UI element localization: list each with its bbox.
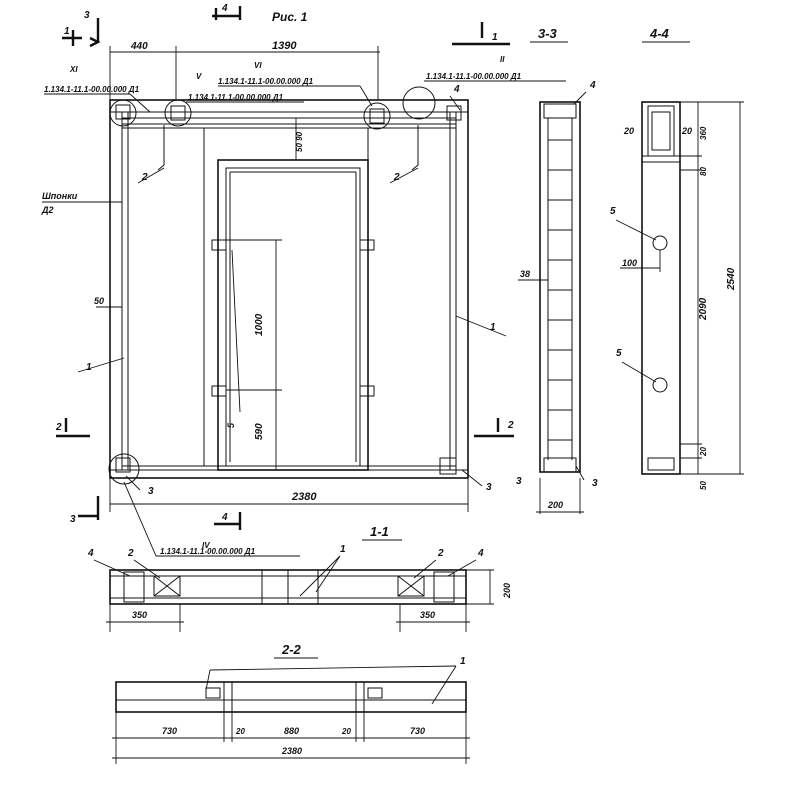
node-v-code: 1.134.1-11.1-00.00.000 Д1 [188,93,284,102]
dim-200: 200 [547,500,563,510]
node-xi-circle [109,99,137,127]
svg-text:5: 5 [610,206,616,217]
svg-text:1: 1 [492,32,498,43]
svg-text:2: 2 [507,420,514,431]
svg-text:20: 20 [623,126,634,136]
node-v-circle [164,99,192,127]
svg-text:3: 3 [592,478,598,489]
node-vi-roman: VI [254,61,262,70]
dim-1000: 1000 [254,313,265,336]
section-1-1-label: 1-1 [370,524,389,539]
dim-350a: 350 [132,610,147,620]
dim-50-90: 50 90 [295,131,304,152]
dim-20e: 20 [341,727,351,736]
dim-360: 360 [699,126,708,140]
node-ii-roman: II [500,55,505,64]
dim-730b: 730 [410,726,425,736]
node-iv-roman: IV [202,541,210,550]
svg-text:5: 5 [616,348,622,359]
dim-2380: 2380 [291,491,317,503]
svg-text:4: 4 [589,80,596,91]
node-ii-circle [402,86,436,120]
door-opening [217,159,369,471]
dim-50b: 50 [699,481,708,490]
svg-text:4: 4 [87,548,94,559]
node-xi-code: 1.134.1-11.1-00.00.000 Д1 [44,85,140,94]
dim-20d: 20 [235,727,245,736]
svg-text:2: 2 [437,548,444,559]
dim-1390: 1390 [272,40,297,52]
node-xi-roman: XI [69,65,78,74]
svg-text:1: 1 [460,656,466,667]
svg-text:1: 1 [64,26,70,37]
svg-text:4: 4 [221,3,228,14]
svg-text:4: 4 [453,84,460,95]
node-ii-code: 1.134.1-11.1-00.00.000 Д1 [426,72,522,81]
dim-880: 880 [284,726,299,736]
svg-text:1: 1 [340,544,346,555]
svg-text:3: 3 [84,10,90,21]
svg-text:1: 1 [86,362,92,373]
svg-text:20: 20 [681,126,692,136]
section-3-3-label: 3-3 [538,26,558,41]
left-note-line1: Шпонки [42,191,78,201]
node-vi-code: 1.134.1-11.1-00.00.000 Д1 [218,77,314,86]
node-vi-circle [363,102,391,130]
dim-5: 5 [226,422,236,428]
svg-text:2: 2 [141,172,148,183]
dim-200b: 200 [502,583,512,599]
node-iv-circle [108,453,140,485]
dim-100: 100 [622,258,637,268]
dim-50: 50 [94,296,104,306]
dim-590: 590 [254,423,265,440]
svg-text:1: 1 [490,322,496,333]
svg-text:3: 3 [70,514,76,525]
svg-text:2: 2 [127,548,134,559]
section-3-3: 3-3 38 200 3 3 4 [516,26,598,514]
dim-38: 38 [520,269,530,279]
node-iv-code: 1.134.1-11.1-00.00.000 Д1 [160,547,256,556]
dim-2380b: 2380 [281,746,302,756]
section-4-4: 4-4 20 20 5 5 100 360 80 2090 2540 [610,26,744,490]
node-v-roman: V [196,72,202,81]
svg-text:4: 4 [477,548,484,559]
dim-730a: 730 [162,726,177,736]
section-2-2-label: 2-2 [281,642,302,657]
svg-text:4: 4 [221,512,228,523]
dim-20c: 20 [699,447,708,457]
section-2-2: 2-2 1 730 20 880 20 730 2380 [112,642,470,764]
dim-2540: 2540 [726,267,737,291]
svg-text:3: 3 [516,476,522,487]
dim-440: 440 [130,41,148,52]
main-elevation: Рис. 1 [41,3,566,557]
svg-text:2: 2 [55,422,62,433]
figure-title: Рис. 1 [272,10,308,24]
section-4-4-label: 4-4 [649,26,670,41]
left-note-line2: Д2 [41,205,54,215]
svg-text:2: 2 [393,172,400,183]
svg-text:3: 3 [486,482,492,493]
dim-80: 80 [699,167,708,176]
frame-outline [109,99,469,479]
section-1-1: 1-1 4 2 1 2 4 350 350 [87,524,512,632]
svg-text:3: 3 [148,486,154,497]
dim-350b: 350 [420,610,435,620]
dim-2090: 2090 [698,297,709,321]
